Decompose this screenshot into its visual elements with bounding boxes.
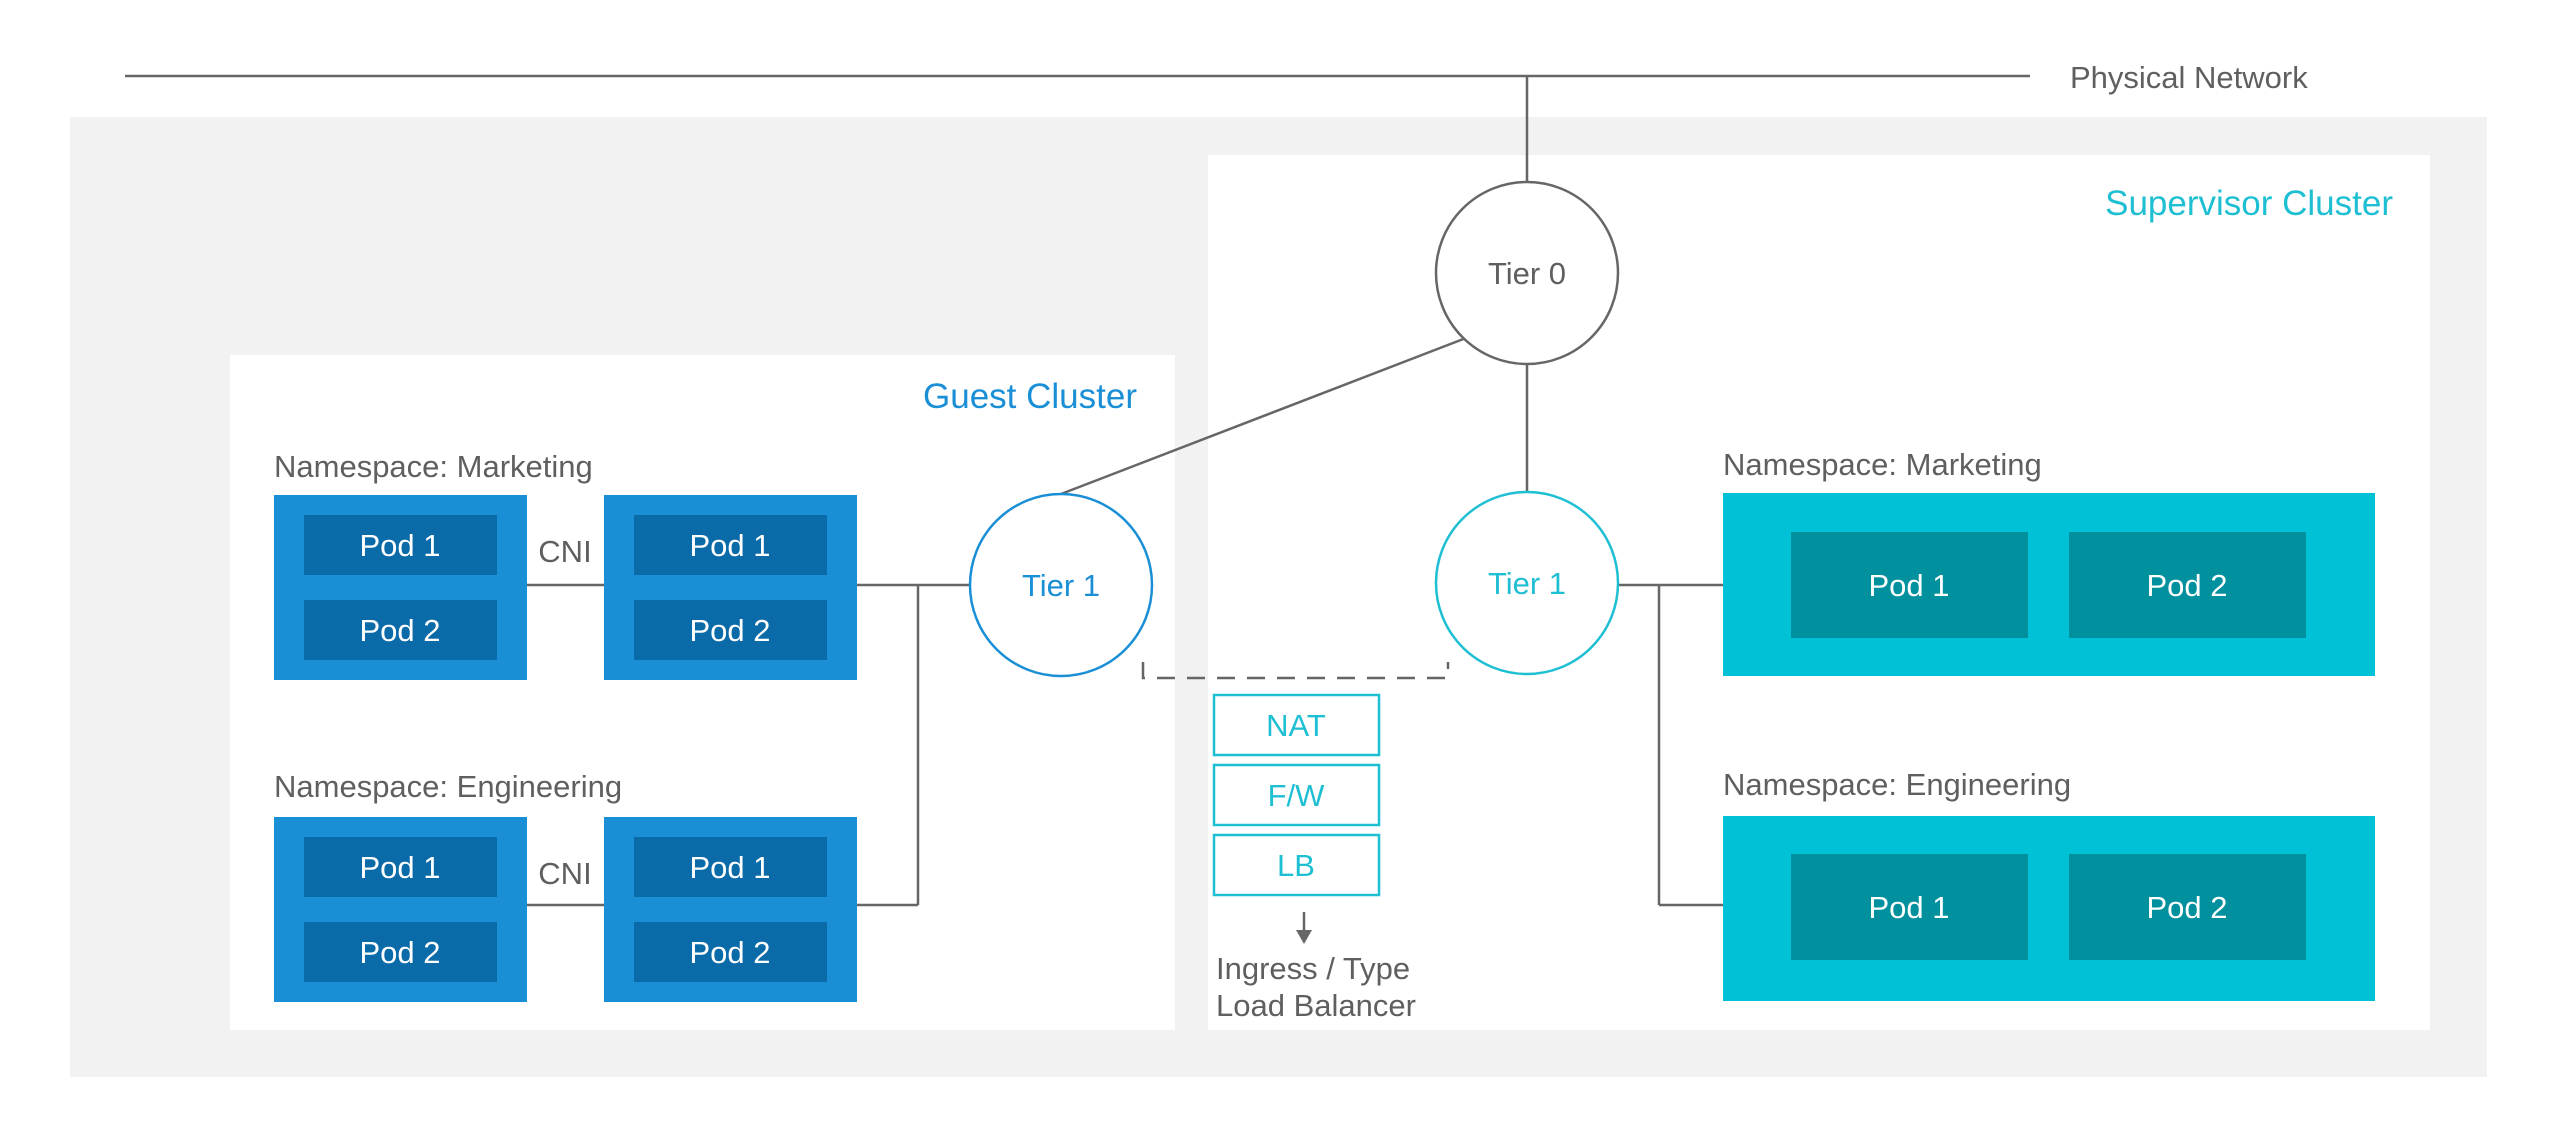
tier0-router[interactable]: Tier 0	[1434, 180, 1620, 366]
pod-box	[634, 600, 827, 660]
pod-box	[634, 837, 827, 897]
pod-label: Pod 2	[689, 935, 770, 970]
guest-marketing-node-left[interactable]: Pod 1 Pod 2	[274, 495, 527, 680]
physical-network-label: Physical Network	[2070, 60, 2308, 95]
pod-label: Pod 2	[689, 613, 770, 648]
guest-tier1-router[interactable]: Tier 1	[968, 492, 1154, 678]
connection-lines	[527, 76, 1723, 907]
pod-label: Pod 2	[359, 613, 440, 648]
supervisor-engineering-namespace[interactable]: Pod 1 Pod 2	[1723, 816, 2375, 1001]
guest-marketing-cni-label: CNI	[538, 534, 591, 569]
supervisor-namespace-marketing-label: Namespace: Marketing	[1723, 447, 2042, 482]
guest-marketing-node-right[interactable]: Pod 1 Pod 2	[604, 495, 857, 680]
pod-box	[1791, 532, 2028, 638]
pod-label: Pod 1	[1868, 568, 1949, 603]
pod-box	[304, 600, 497, 660]
guest-namespace-engineering-label: Namespace: Engineering	[274, 769, 622, 804]
nat-service[interactable]: NAT	[1212, 693, 1381, 757]
pod-box	[634, 515, 827, 575]
pod-box	[304, 515, 497, 575]
pod-label: Pod 2	[2146, 568, 2227, 603]
ingress-label-line1: Ingress / Type	[1216, 951, 1410, 986]
supervisor-cluster-title: Supervisor Cluster	[2105, 184, 2393, 223]
supervisor-tier1-circle	[1434, 490, 1620, 676]
lb-label: LB	[1277, 848, 1315, 883]
nat-label: NAT	[1266, 708, 1326, 743]
ingress-label-line2: Load Balancer	[1216, 988, 1416, 1023]
tier1-services-dashed-link	[1141, 662, 1450, 680]
guest-engineering-node-right[interactable]: Pod 1 Pod 2	[604, 817, 857, 1002]
supervisor-tier1-router[interactable]: Tier 1	[1434, 490, 1620, 676]
pod-label: Pod 1	[359, 850, 440, 885]
guest-namespace-marketing-label: Namespace: Marketing	[274, 449, 593, 484]
pod-label: Pod 1	[1868, 890, 1949, 925]
supervisor-namespace-engineering-label: Namespace: Engineering	[1723, 767, 2071, 802]
pod-box	[634, 922, 827, 982]
pod-box	[2069, 532, 2306, 638]
tier0-circle	[1434, 180, 1620, 366]
guest-tier1-circle	[968, 492, 1154, 678]
firewall-box	[1212, 763, 1381, 827]
load-balancer-service[interactable]: LB	[1212, 833, 1381, 897]
supervisor-marketing-namespace[interactable]: Pod 1 Pod 2	[1723, 493, 2375, 676]
pod-box	[304, 922, 497, 982]
down-arrow-icon	[1296, 912, 1312, 944]
pod-label: Pod 1	[359, 528, 440, 563]
pod-label: Pod 1	[689, 528, 770, 563]
guest-engineering-cni-label: CNI	[538, 856, 591, 891]
lb-box	[1212, 833, 1381, 897]
pod-box	[2069, 854, 2306, 960]
tier0-label: Tier 0	[1488, 256, 1566, 291]
firewall-label: F/W	[1268, 778, 1326, 813]
guest-tier1-label: Tier 1	[1022, 568, 1100, 603]
guest-cluster-title: Guest Cluster	[923, 377, 1137, 416]
guest-engineering-node-left[interactable]: Pod 1 Pod 2	[274, 817, 527, 1002]
pod-box	[304, 837, 497, 897]
pod-box	[1791, 854, 2028, 960]
pod-label: Pod 2	[2146, 890, 2227, 925]
pod-label: Pod 1	[689, 850, 770, 885]
firewall-service[interactable]: F/W	[1212, 763, 1381, 827]
tier0-to-guest-tier1-link	[1060, 336, 1467, 496]
pod-label: Pod 2	[359, 935, 440, 970]
nat-box	[1212, 693, 1381, 757]
supervisor-tier1-label: Tier 1	[1488, 566, 1566, 601]
